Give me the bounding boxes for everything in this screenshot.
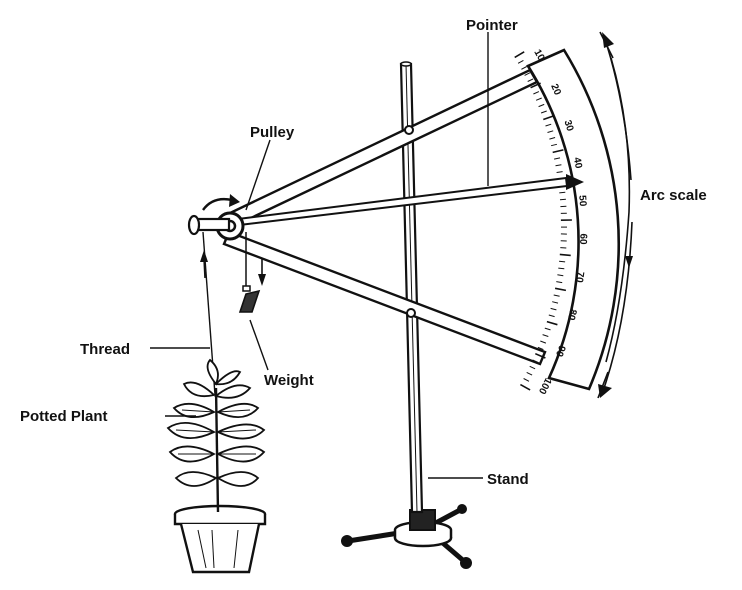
stand [341,61,472,569]
lower-arm [222,230,547,366]
arc-scale-tick-label: 90 [553,344,567,359]
arc-scale-tick [532,359,539,363]
arc-scale-tick [554,157,561,160]
stand-foot-knob-right [460,557,472,569]
pulley-knob [187,214,201,236]
arc-scale-tick [520,383,531,391]
arc-scale-tick [555,164,562,167]
arc-scale-tick [535,97,542,101]
arc-scale-tick-labels: 10 20 30 40 50 60 70 80 90 100 [531,48,588,396]
arc-scale-tick [550,143,558,147]
arc-scale-tick [543,115,554,121]
arc-scale-tick [559,260,566,263]
leader-lines [150,32,489,479]
arc-scale-tick [552,149,564,154]
arc-scale-tick-label: 50 [576,195,588,207]
label-thread: Thread [80,341,130,358]
arc-scale-tick [544,327,551,331]
arc-scale-tick [534,352,546,359]
arc-scale-tick [559,253,571,257]
arc-scale-tick [533,91,540,95]
arc-indicator [597,31,633,399]
arc-scale-tick-label: 30 [562,119,576,133]
arc-scale-tick [514,51,525,59]
arc-scale-tick-label: 100 [536,376,554,396]
arc-scale-tick [538,103,545,108]
arc-scale-tick [559,191,566,194]
arc-scale-tick-label: 70 [573,271,586,284]
arc-scale-tick [540,340,547,344]
arc-scale-tick [553,294,560,297]
pointer-arrow-head [566,174,584,190]
arc-scale-tick-label: 10 [531,48,546,63]
weight-bob [238,289,261,313]
arc-scale-tick [526,371,533,376]
arc-scale-tick [530,82,541,89]
arc-scale-tick-label: 40 [571,156,584,169]
pulley-axle [193,217,231,232]
arc-scale-tick [537,346,544,351]
arc-scale-tick-label: 20 [548,82,563,97]
arc-scale-tick [529,365,536,370]
label-pointer: Pointer [466,17,518,34]
arc-scale-tick [547,130,554,133]
label-arc-scale: Arc scale [640,187,707,204]
stand-foot-knob-back [457,504,467,514]
potted-plant [166,358,267,574]
arc-scale-tick [556,171,563,173]
arc-scale-tick [540,110,547,114]
arc-scale-tick [546,320,558,326]
pulley [187,194,245,241]
arc-scale-tick [517,59,524,64]
arc-scale-ticks [514,51,572,391]
label-pulley: Pulley [250,124,295,141]
arc-scale-tick [550,307,557,311]
stand-foot-knob-left [341,535,353,547]
arc-scale-tick [542,334,549,337]
label-potted-plant: Potted Plant [20,408,108,425]
arc-scale-tick [549,137,556,140]
plant-stem [214,387,220,513]
lower-joint [406,308,416,318]
arc-scale-tick [558,267,565,270]
arc-scale-tick [554,287,567,292]
arc-scale-tick [548,314,555,318]
arc-scale-tick-label: 60 [577,233,588,245]
arc-scale-tick [523,378,530,382]
label-weight: Weight [264,372,314,389]
pot-body [179,523,261,574]
arc-scale-tick [556,281,563,284]
arc-scale-tick [527,78,534,82]
arc-scale-tick [524,72,531,76]
upper-joint [404,125,414,135]
weight [238,232,266,313]
arc-scale-tick [545,123,552,127]
arc-scale-tick [552,301,559,304]
arc-scale-tick [557,274,564,277]
arc-scale-tick [521,66,527,70]
arc-scale: 10 20 30 40 50 60 70 80 90 100 [514,48,621,396]
arc-scale-tick-label: 80 [565,308,579,322]
arc-scale-band [526,48,621,391]
label-stand: Stand [487,471,529,488]
